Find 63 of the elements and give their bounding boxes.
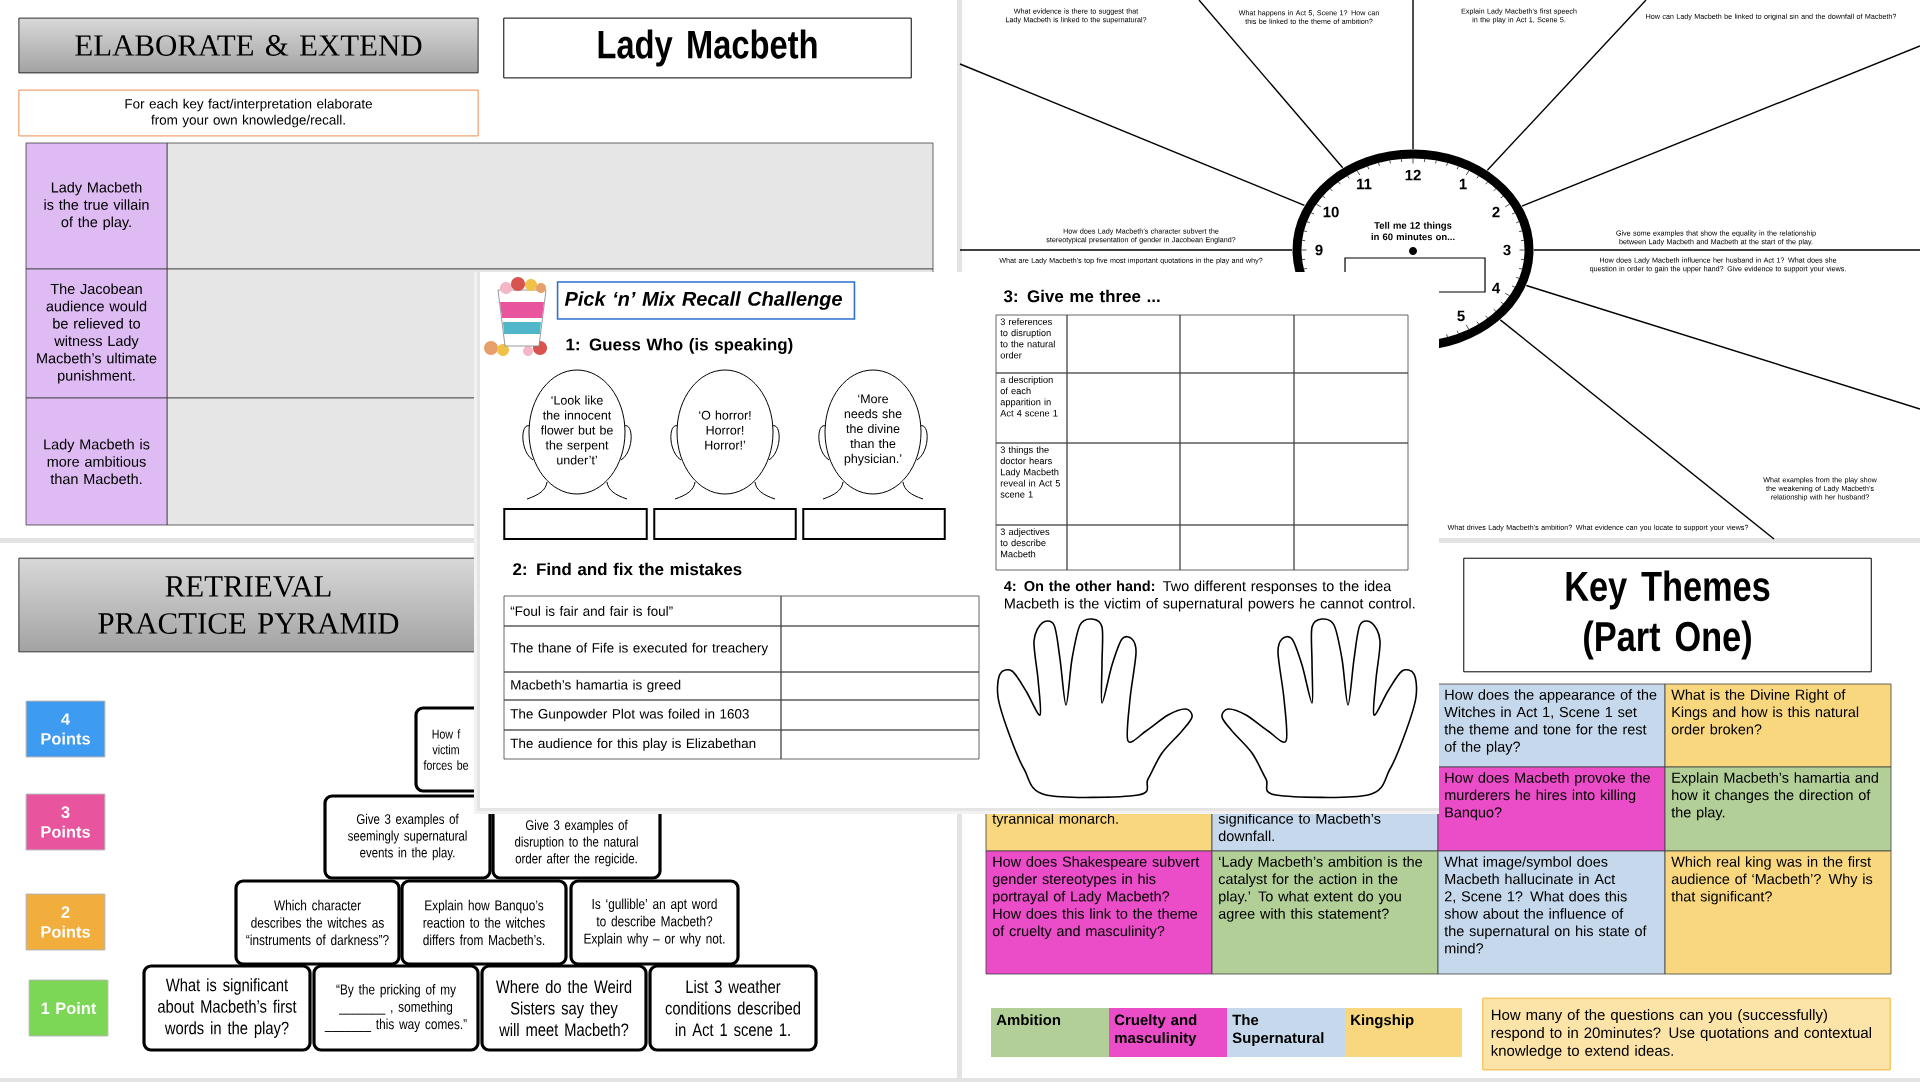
question-box: How f victim forces be [414,706,476,793]
head-outline: ‘Look like the innocent flower but be the serpent under’t’ [522,369,632,500]
table-cell: Explain Macbeth’s hamartia and how it changes the direction of the play. [1664,766,1892,852]
points-box: 2 Points [25,893,106,951]
question-box: Where do the Weird Sisters say they will meet Macbeth? [480,964,648,1052]
table-cell: The Jacobean audience would be relieved to witness Lady Macbeth’s ultimate punishment. [25,268,168,399]
table-cell: The audience for this play is Elizabethan [503,729,782,760]
question-box: List 3 weather conditions described in Act 1 scene 1. [648,964,818,1052]
legend-text: The Supernatural [1232,1014,1324,1047]
table-cell: “Foul is fair and fair is foul” [503,595,782,627]
table-cell: Which real king was in the first audience of ‘Macbeth’? Why is that significant? [1664,850,1892,975]
clock-number: 3 [1503,244,1511,256]
task-text: 4: On the other hand: Two different responses to the idea Macbeth is the victim of supernatural powers he cannot control. [1004,580,1415,612]
table-cell: Lady Macbeth is more ambitious than Macbeth. [25,397,168,526]
section-heading: 3: Give me three ... [1003,289,1160,303]
answer-box [503,508,648,540]
clock-caption: Tell me 12 things in 60 minutes on... [1371,221,1455,241]
title-banner: RETRIEVAL PRACTICE PYRAMID [18,557,479,653]
clock-number: 10 [1323,206,1339,218]
table-cell: a description of each apparition in Act 4 scene 1 [995,372,1068,444]
clock-number: 2 [1492,206,1500,218]
head-outline: ‘More needs she the divine than the physician.’ [818,369,928,500]
table-cell: 3 adjectives to describe Macbeth [995,524,1068,571]
answer-box [653,508,797,540]
section-heading: 2: Find and fix the mistakes [513,562,742,576]
question-box: “By the pricking of my _______ , something _______ this way comes.” [312,964,480,1052]
answer-box [802,508,946,540]
legend-text: Cruelty and masculinity [1114,1014,1197,1047]
clock-number: 1 [1459,178,1467,190]
table-cell: What image/symbol does Macbeth hallucinate in Act 2, Scene 1? What does this show about the influence of the supernatural on his state of mind? [1437,850,1666,975]
question-box: Is ‘gullible’ an apt word to describe Macbeth? Explain why – or why not. [569,879,740,966]
clock-number: 9 [1315,244,1323,256]
title-box: Lady Macbeth [503,17,912,79]
clock-number: 11 [1357,178,1372,190]
points-box: 1 Point [28,979,109,1037]
section-heading: 1: Guess Who (is speaking) [566,338,793,354]
title-box: Key Themes (Part One) [1463,557,1872,673]
table-cell: The thane of Fife is executed for treachery [503,625,782,673]
points-box: 3 Points [25,793,106,851]
question-box: Which character describes the witches as “instruments of darkness”? [234,879,401,966]
head-outline: ‘O horror! Horror! Horror!’ [670,369,780,500]
table-cell: 3 references to disruption to the natural order [995,314,1068,374]
legend-text: Ambition [996,1014,1061,1026]
clock-number: 4 [1492,282,1501,294]
table-cell: The Gunpowder Plot was foiled in 1603 [503,699,782,731]
table-cell: What is the Divine Right of Kings and how is this natural order broken? [1664,683,1892,768]
table-cell: ‘Lady Macbeth’s ambition is the catalyst for the action in the play.’ To what extent do you agree with this statement? [1211,850,1439,975]
instruction-box: How many of the questions can you (successfully) respond to in 20minutes? Use quotations and contextual knowledge to extend ideas. [1482,997,1891,1071]
points-box: 4 Points [25,700,106,758]
title-box: Pick ‘n’ Mix Recall Challenge [556,281,856,320]
table-cell: Macbeth’s hamartia is greed [503,671,782,701]
legend-text: Kingship [1351,1014,1414,1029]
table-cell: How does Macbeth provoke the murderers he hires into killing Banquo? [1437,766,1666,852]
clock-number: 5 [1457,310,1465,322]
table-cell: How does the appearance of the Witches in Act 1, Scene 1 set the theme and tone for the rest of the play? [1437,683,1666,768]
question-box: Explain how Banquo’s reaction to the witches differs from Macbeth’s. [400,879,568,966]
table-cell: Lady Macbeth is the true villain of the play. [25,142,168,270]
instruction-box: For each key fact/interpretation elaborate from your own knowledge/recall. [18,89,479,137]
clock-number: 12 [1405,169,1421,181]
table-cell: How does Shakespeare subvert gender stereotypes in his portrayal of Lady Macbeth? How does this link to the theme of cruelty and masculinity? [985,850,1213,975]
table-cell: 3 things the doctor hears Lady Macbeth reveal in Act 5 scene 1 [995,442,1068,526]
question-box: What is significant about Macbeth’s first words in the play? [142,964,312,1052]
title-banner: ELABORATE & EXTEND [18,17,479,74]
